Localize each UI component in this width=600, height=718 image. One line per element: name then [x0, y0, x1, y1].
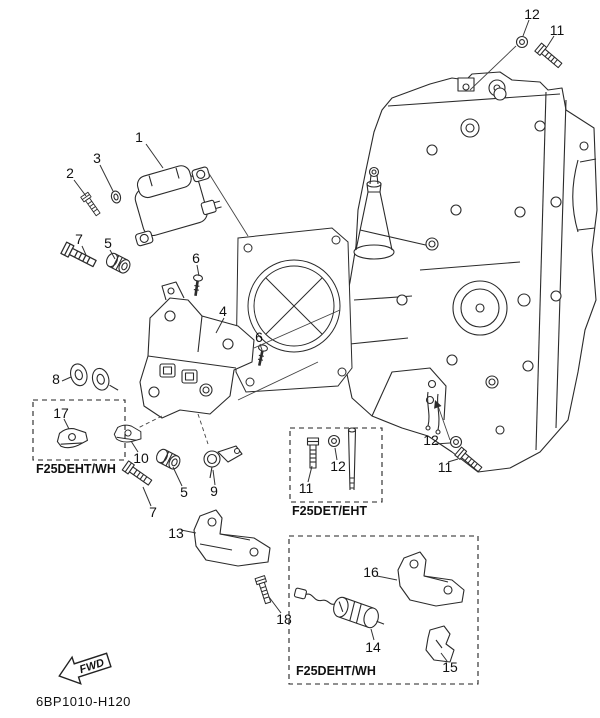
callout-part-10: 10: [133, 450, 149, 466]
part-1-rectifier: [134, 165, 222, 247]
diagram-code: 6BP1010-H120: [36, 694, 131, 709]
callout-part-11: 11: [299, 480, 314, 496]
group-label-f25deht-wh-bottom: F25DEHT/WH: [296, 664, 376, 678]
callout-part-5: 5: [104, 235, 112, 251]
construction-lines: [137, 45, 517, 445]
oil-tube: [353, 166, 395, 260]
group-label-f25deht-wh-left: F25DEHT/WH: [36, 462, 116, 476]
callout-part-12: 12: [330, 458, 346, 474]
callout-part-3: 3: [93, 150, 101, 166]
part-11-bolt-a: [534, 42, 564, 70]
part-13-bracket: [193, 509, 271, 567]
fwd-arrow: FWD: [58, 652, 112, 685]
callout-part-6: 6: [255, 329, 263, 345]
variant-group-boxes: [32, 399, 479, 685]
part-11-bolt-b: [306, 437, 320, 469]
part-18-bolt: [254, 575, 274, 605]
callout-part-12: 12: [423, 432, 439, 448]
callout-part-16: 16: [363, 564, 379, 580]
callout-part-13: 13: [168, 525, 184, 541]
part-5-collar-a: [103, 250, 133, 276]
callout-part-14: 14: [365, 639, 381, 655]
callout-part-9: 9: [210, 483, 218, 499]
callout-part-2: 2: [66, 165, 74, 181]
part-5-collar-b: [153, 446, 183, 472]
callout-part-5: 5: [180, 484, 188, 500]
callout-part-11: 11: [550, 22, 565, 38]
leader-lines: [61, 19, 555, 662]
part-12-washer-c: [449, 435, 463, 449]
group-label-f25det-eht: F25DET/EHT: [292, 504, 367, 518]
callout-part-12: 12: [524, 6, 540, 22]
callout-part-18: 18: [276, 611, 292, 627]
timing-plate: [235, 227, 353, 393]
part-10-clamp: [113, 423, 143, 445]
part-2-bolt: [80, 191, 103, 218]
callout-part-11: 11: [438, 459, 453, 475]
part-8-grommets: [70, 363, 119, 391]
part-15-bracket: [425, 625, 455, 663]
part-14-main-switch: [293, 587, 385, 629]
fwd-arrow-shape: [58, 652, 112, 685]
part-17-clamp: [55, 426, 89, 450]
callout-part-6: 6: [192, 250, 200, 266]
group-box-f25det-eht: [289, 427, 383, 503]
callout-part-4: 4: [219, 303, 227, 319]
part-4-bracket: [139, 281, 255, 419]
part-12-washer-b: [327, 434, 341, 448]
part-12-washer-a: [515, 35, 529, 49]
part-9-cable-holder: [203, 445, 243, 479]
callout-part-17: 17: [53, 405, 69, 421]
callout-part-15: 15: [442, 659, 458, 675]
part-pin-stud: [347, 427, 357, 491]
part-16-bracket: [397, 551, 465, 607]
group-box-f25deht-wh-left: [32, 399, 126, 461]
callout-part-8: 8: [52, 371, 60, 387]
part-3-grommet: [110, 190, 122, 204]
part-6-screw-a: [189, 273, 205, 298]
group-box-f25deht-wh-bottom: [288, 535, 479, 685]
engine-block-drawing: [341, 71, 598, 473]
callout-part-7: 7: [75, 231, 83, 247]
callout-part-1: 1: [135, 129, 143, 145]
callout-part-7: 7: [149, 504, 157, 520]
